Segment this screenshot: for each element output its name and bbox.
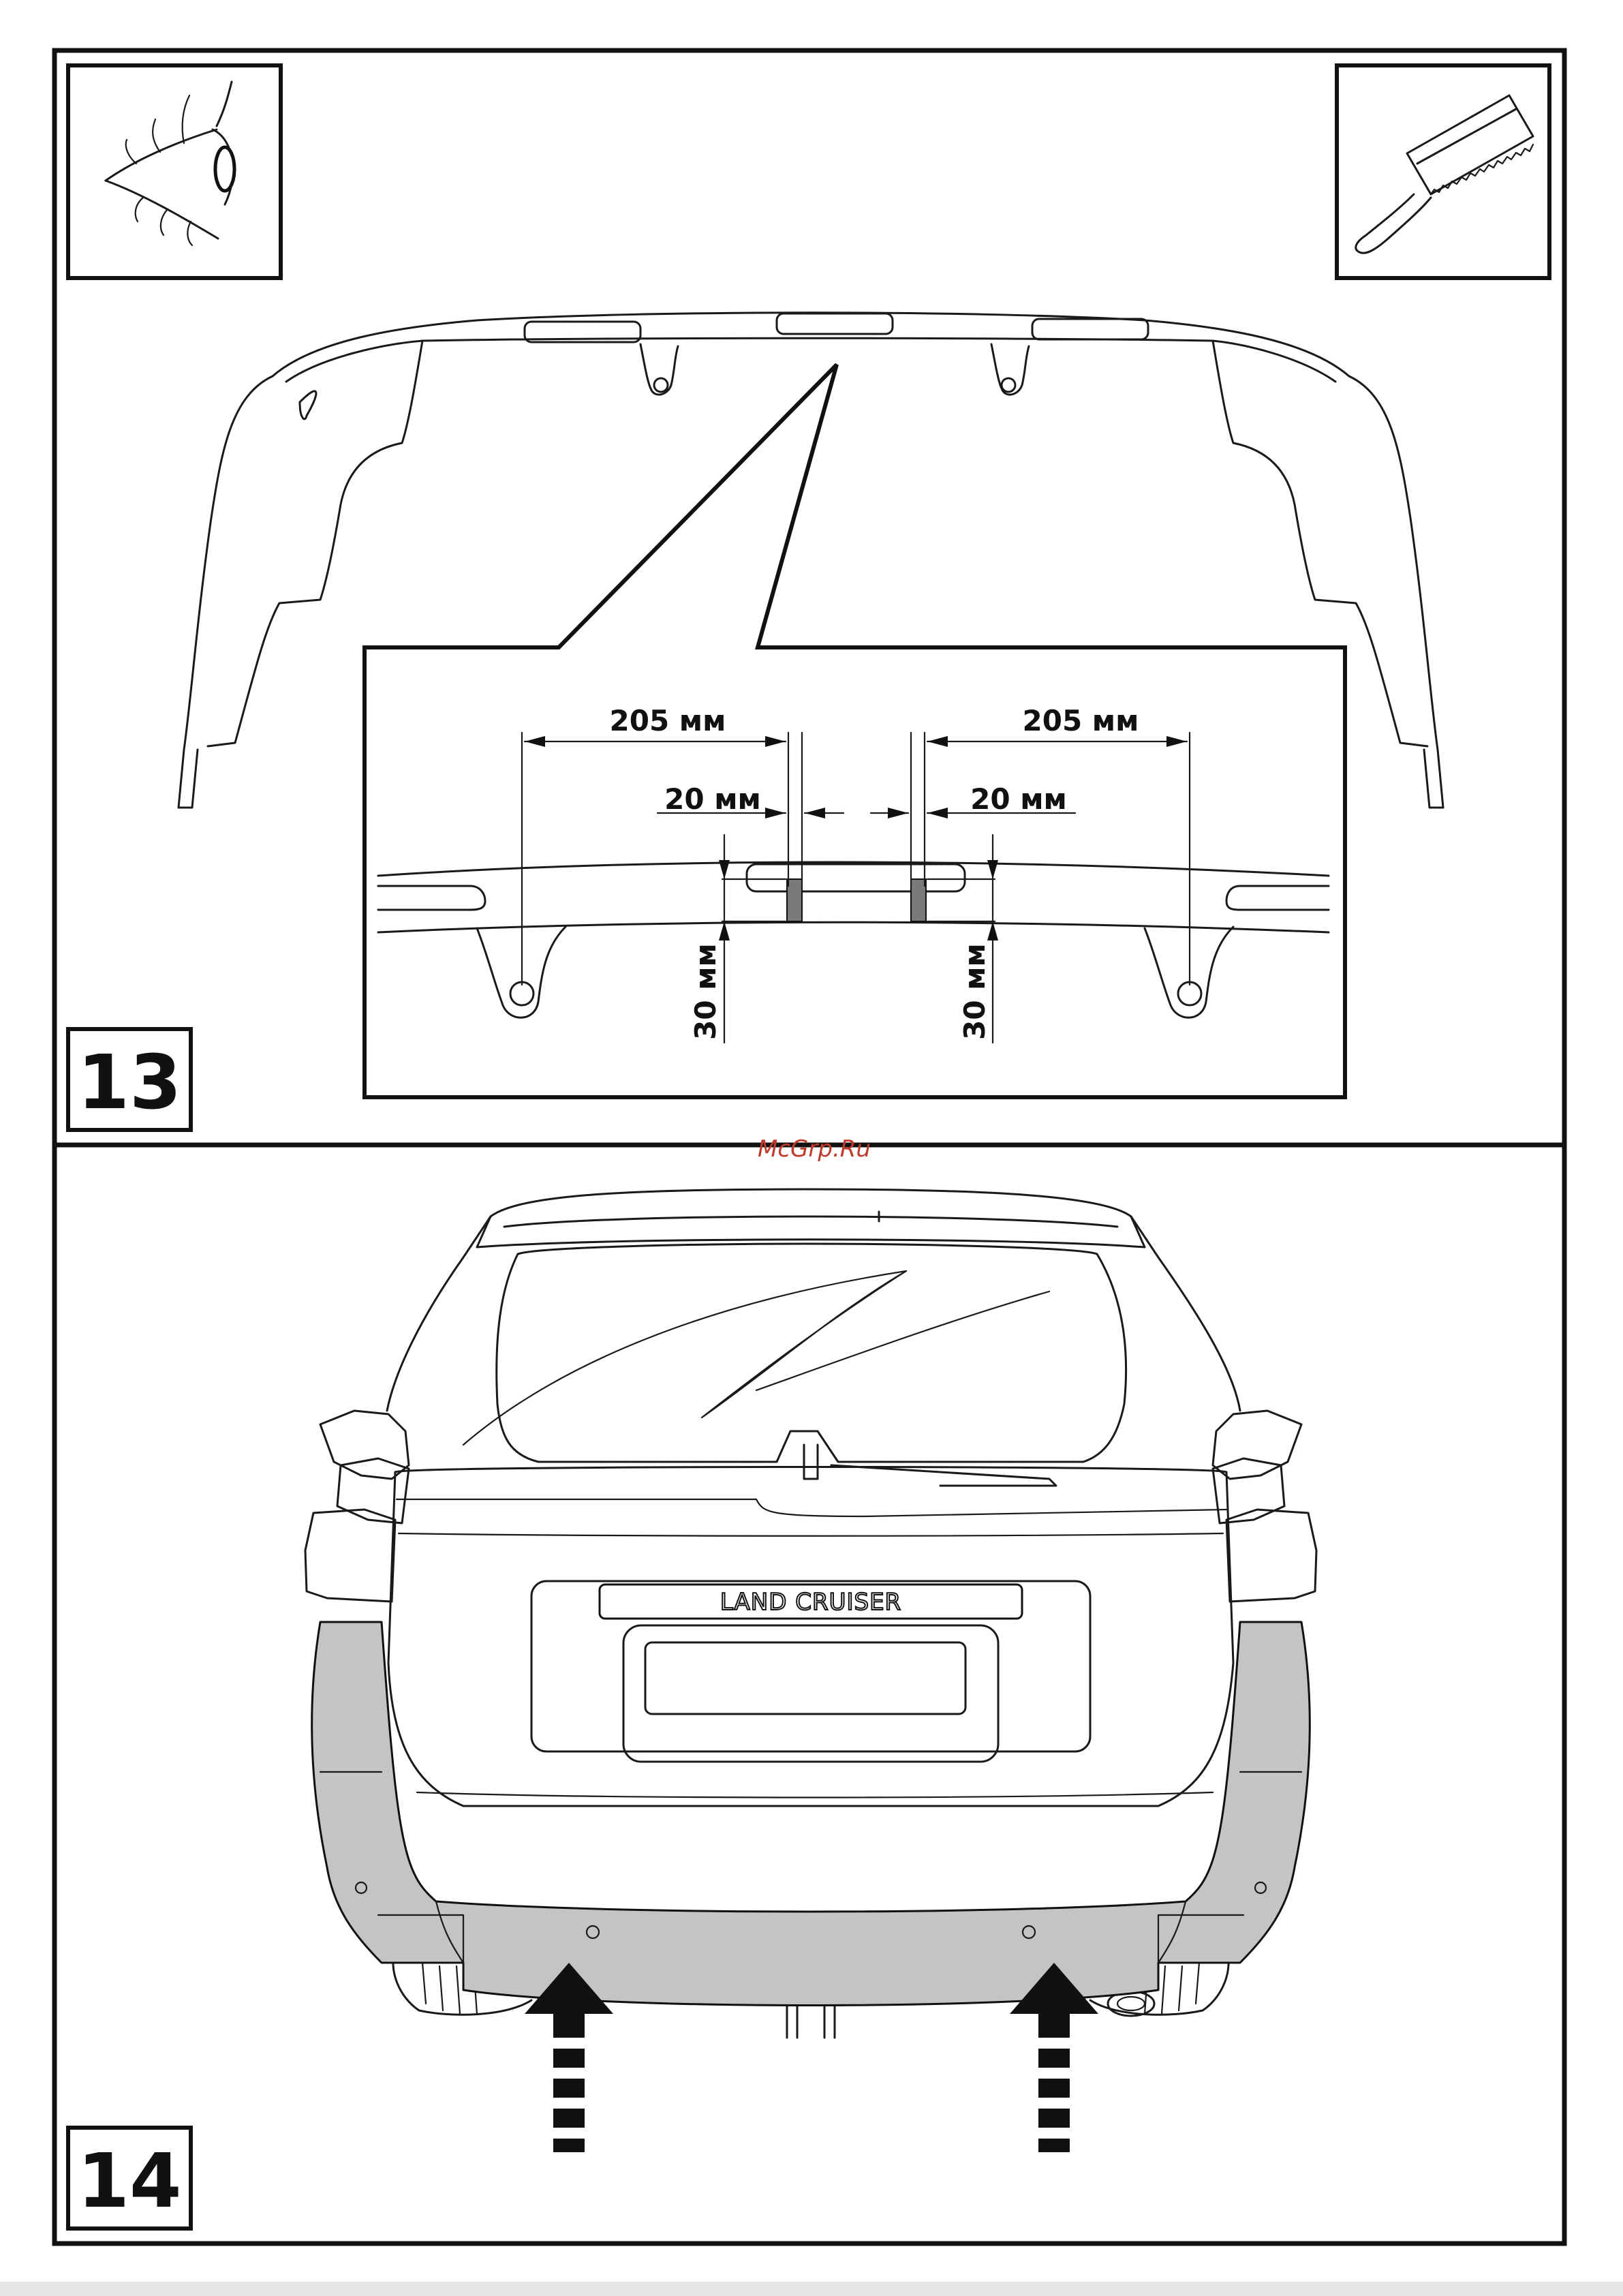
cut-mark-left bbox=[787, 879, 802, 921]
dim-30-left: 30 мм bbox=[689, 943, 722, 1040]
hacksaw-icon bbox=[1337, 65, 1549, 278]
cut-mark-right bbox=[911, 879, 926, 921]
page-bottom-strip bbox=[0, 2282, 1623, 2296]
dim-20-right: 20 мм bbox=[970, 782, 1067, 816]
dim-205-left: 205 мм bbox=[610, 704, 726, 737]
eye-inspect-icon bbox=[68, 65, 281, 278]
step-14-number: 14 bbox=[77, 2137, 181, 2224]
watermark: McGrp.Ru bbox=[758, 1135, 871, 1163]
dim-20-left: 20 мм bbox=[664, 782, 761, 816]
dim-205-right: 205 мм bbox=[1023, 704, 1139, 737]
dim-30-right: 30 мм bbox=[958, 943, 991, 1040]
step-13-number: 13 bbox=[77, 1039, 181, 1126]
rear-bumper-shaded bbox=[312, 1622, 1310, 2006]
land-cruiser-badge: LAND CRUISER bbox=[720, 1589, 901, 1616]
